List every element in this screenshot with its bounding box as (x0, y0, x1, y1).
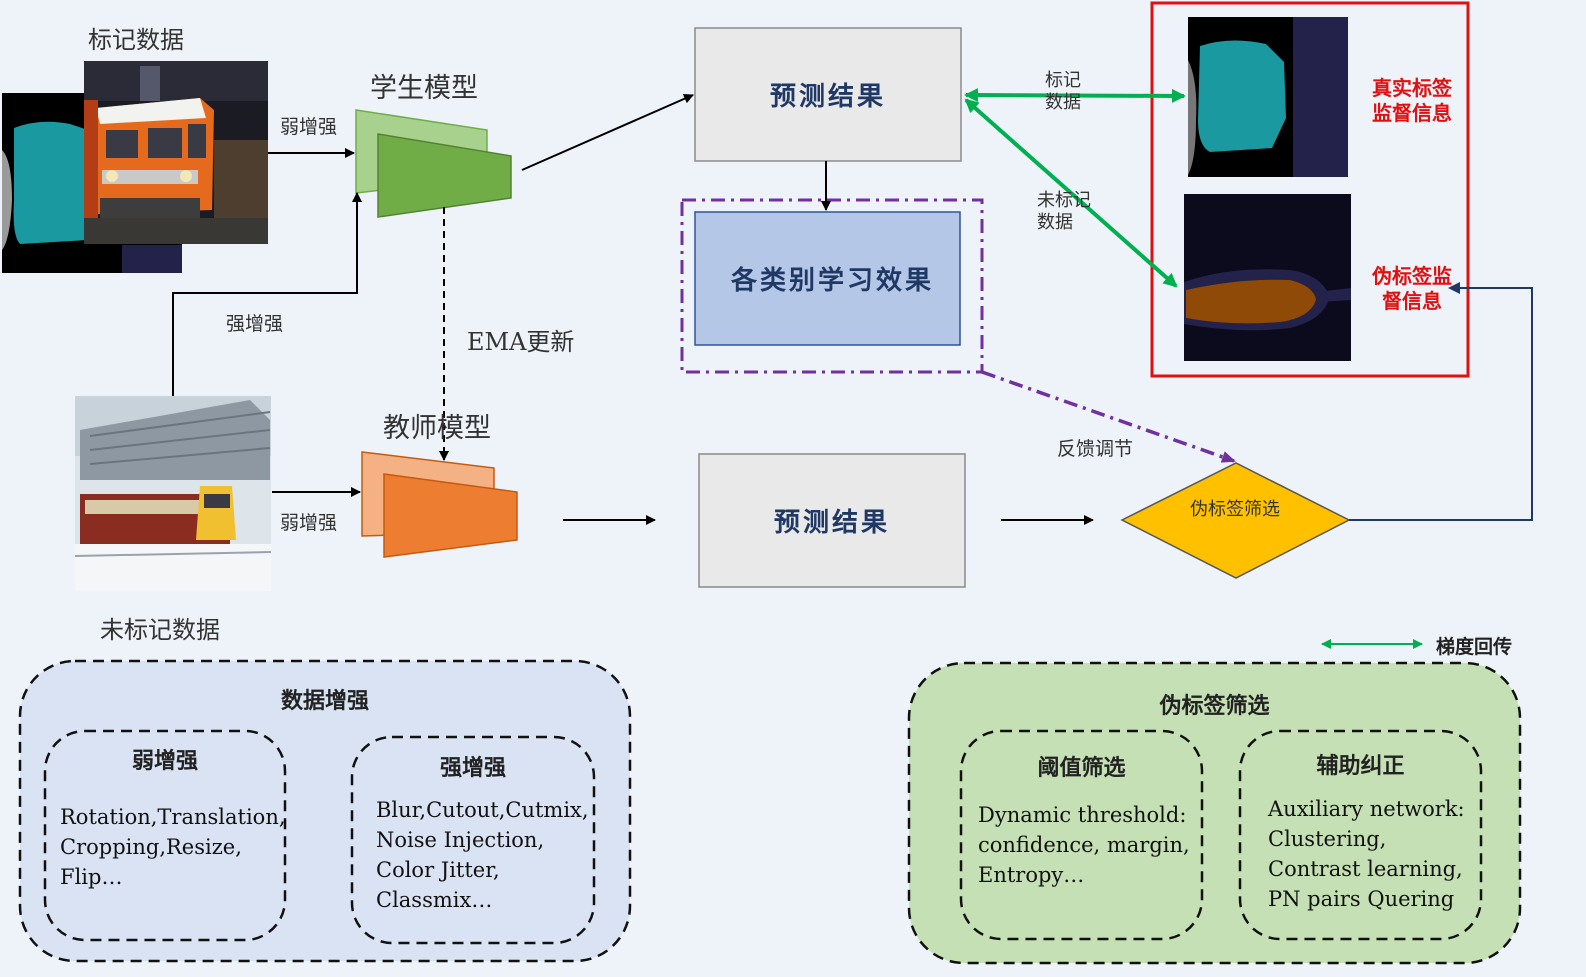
labeled-bus-photo (84, 61, 268, 244)
arrow-unlabeled-label: 未标记数据 (1037, 190, 1091, 233)
prediction-box-bottom (698, 453, 966, 588)
pseudo-label-line (1349, 282, 1533, 521)
class-learning-text: 各类别学习效果 (730, 266, 934, 296)
pseudo-label-text: 伪标签监督信息 (1372, 264, 1452, 313)
student-model-label: 学生模型 (370, 73, 478, 104)
unlabeled-train-photo (74, 396, 272, 591)
ema-update-label: EMA更新 (467, 328, 575, 356)
true-label-mask-image (1188, 17, 1348, 177)
pseudo-select-title: 伪标签筛选 (1159, 693, 1270, 719)
strong-aug-subpanel (350, 735, 596, 945)
true-label-text: 真实标签监督信息 (1372, 76, 1452, 125)
data-aug-title: 数据增强 (280, 688, 369, 714)
aux-title: 辅助纠正 (1316, 753, 1405, 779)
strong-aug-body: Blur,Cutout,Cutmix, Noise Injection, Col… (376, 798, 589, 912)
threshold-title: 阈值筛选 (1037, 755, 1126, 781)
weak-aug-body: Rotation,Translation, Cropping,Resize, F… (60, 805, 286, 889)
teacher-model-shape (361, 451, 518, 558)
arrow-labeled-label: 标记数据 (1045, 70, 1081, 113)
threshold-subpanel (959, 729, 1204, 941)
arrow-student-to-pred (521, 94, 694, 171)
pseudo-label-mask-image (1184, 194, 1351, 361)
pseudo-filter-node-label: 伪标签筛选 (1190, 499, 1280, 520)
weak-aug-top-label: 弱增强 (280, 116, 338, 138)
student-model-shape (355, 109, 512, 218)
strong-aug-label: 强增强 (226, 313, 284, 335)
weak-aug-bottom-label: 弱增强 (280, 512, 338, 534)
strong-aug-title: 强增强 (439, 755, 506, 781)
weak-aug-title: 弱增强 (131, 748, 198, 774)
gradient-legend-label: 梯度回传 (1436, 636, 1513, 658)
prediction-top-text: 预测结果 (769, 82, 886, 112)
gradient-arrow-labeled (964, 88, 1186, 103)
gradient-arrow-unlabeled (964, 98, 1178, 288)
unlabeled-data-label: 未标记数据 (100, 616, 220, 644)
weak-aug-subpanel (43, 729, 287, 942)
teacher-model-label: 教师模型 (383, 413, 491, 444)
threshold-body: Dynamic threshold: confidence, margin, E… (978, 803, 1190, 887)
feedback-label: 反馈调节 (1057, 438, 1134, 460)
class-learning-box (694, 211, 961, 346)
arrow-strong-aug (172, 192, 362, 396)
prediction-box-top (694, 27, 962, 162)
prediction-bottom-text: 预测结果 (773, 508, 890, 538)
labeled-data-label: 标记数据 (88, 26, 184, 54)
aux-subpanel (1238, 729, 1483, 941)
aux-body: Auxiliary network: Clustering, Contrast … (1268, 797, 1465, 911)
